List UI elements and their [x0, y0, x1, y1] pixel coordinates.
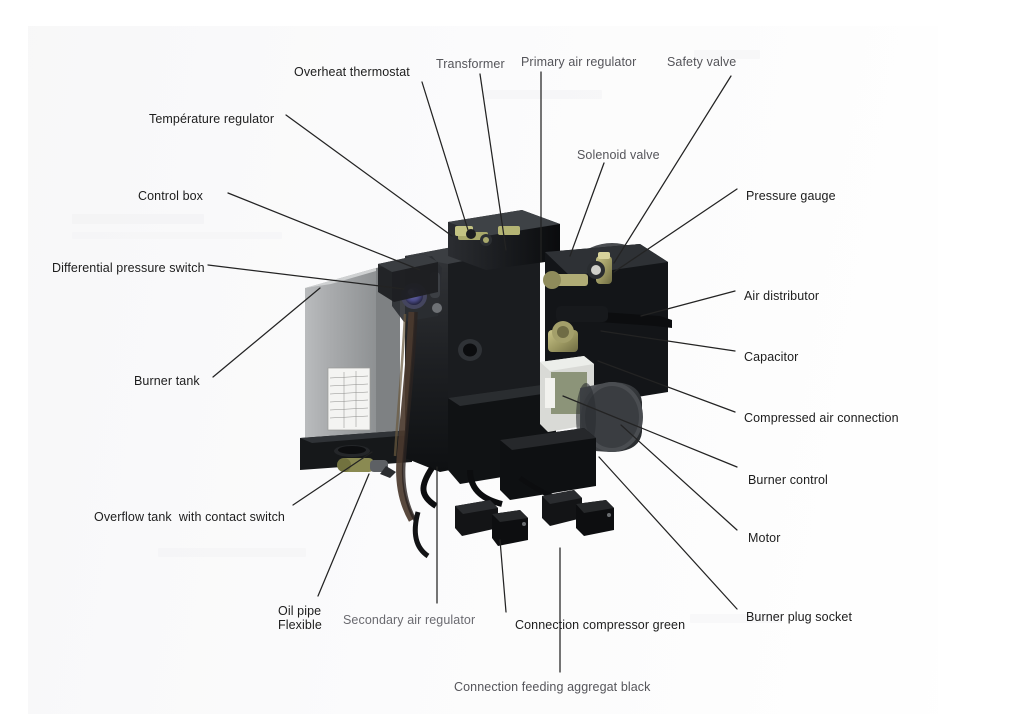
callout-label-pressure-gauge: Pressure gauge: [746, 189, 836, 203]
scan-artifact: [72, 232, 282, 239]
callout-label-compressed-air-connection: Compressed air connection: [744, 411, 899, 425]
callout-label-burner-tank: Burner tank: [134, 374, 200, 388]
callout-label-oil-pipe-line1: Oil pipe: [278, 604, 322, 618]
scan-artifact: [690, 614, 782, 623]
callout-label-transformer: Transformer: [436, 57, 505, 71]
callout-label-capacitor: Capacitor: [744, 350, 799, 364]
callout-label-burner-control: Burner control: [748, 473, 828, 487]
scan-artifact: [484, 90, 602, 99]
callout-label-primary-air-regulator: Primary air regulator: [521, 55, 637, 69]
callout-label-solenoid-valve: Solenoid valve: [577, 148, 660, 162]
callout-label-burner-plug-socket: Burner plug socket: [746, 610, 853, 624]
callout-label-control-box: Control box: [138, 189, 204, 203]
callout-label-safety-valve: Safety valve: [667, 55, 737, 69]
callout-label-temperature-regulator: Température regulator: [149, 112, 275, 126]
callout-label-oil-pipe-line2: Flexible: [278, 618, 322, 632]
callout-label-connection-feeding-aggregat: Connection feeding aggregat black: [454, 680, 651, 694]
callout-label-secondary-air-regulator: Secondary air regulator: [343, 613, 476, 627]
scan-artifact: [72, 214, 204, 224]
scan-artifact: [694, 50, 760, 59]
callout-label-overheat-thermostat: Overheat thermostat: [294, 65, 410, 79]
callout-label-air-distributor: Air distributor: [744, 289, 820, 303]
callout-label-overflow-tank: Overflow tank with contact switch: [94, 510, 285, 524]
scan-artifact: [158, 548, 306, 557]
callout-label-connection-compressor-green: Connection compressor green: [515, 618, 686, 632]
callout-label-differential-pressure-switch: Differential pressure switch: [52, 261, 205, 275]
callout-label-motor: Motor: [748, 531, 781, 545]
